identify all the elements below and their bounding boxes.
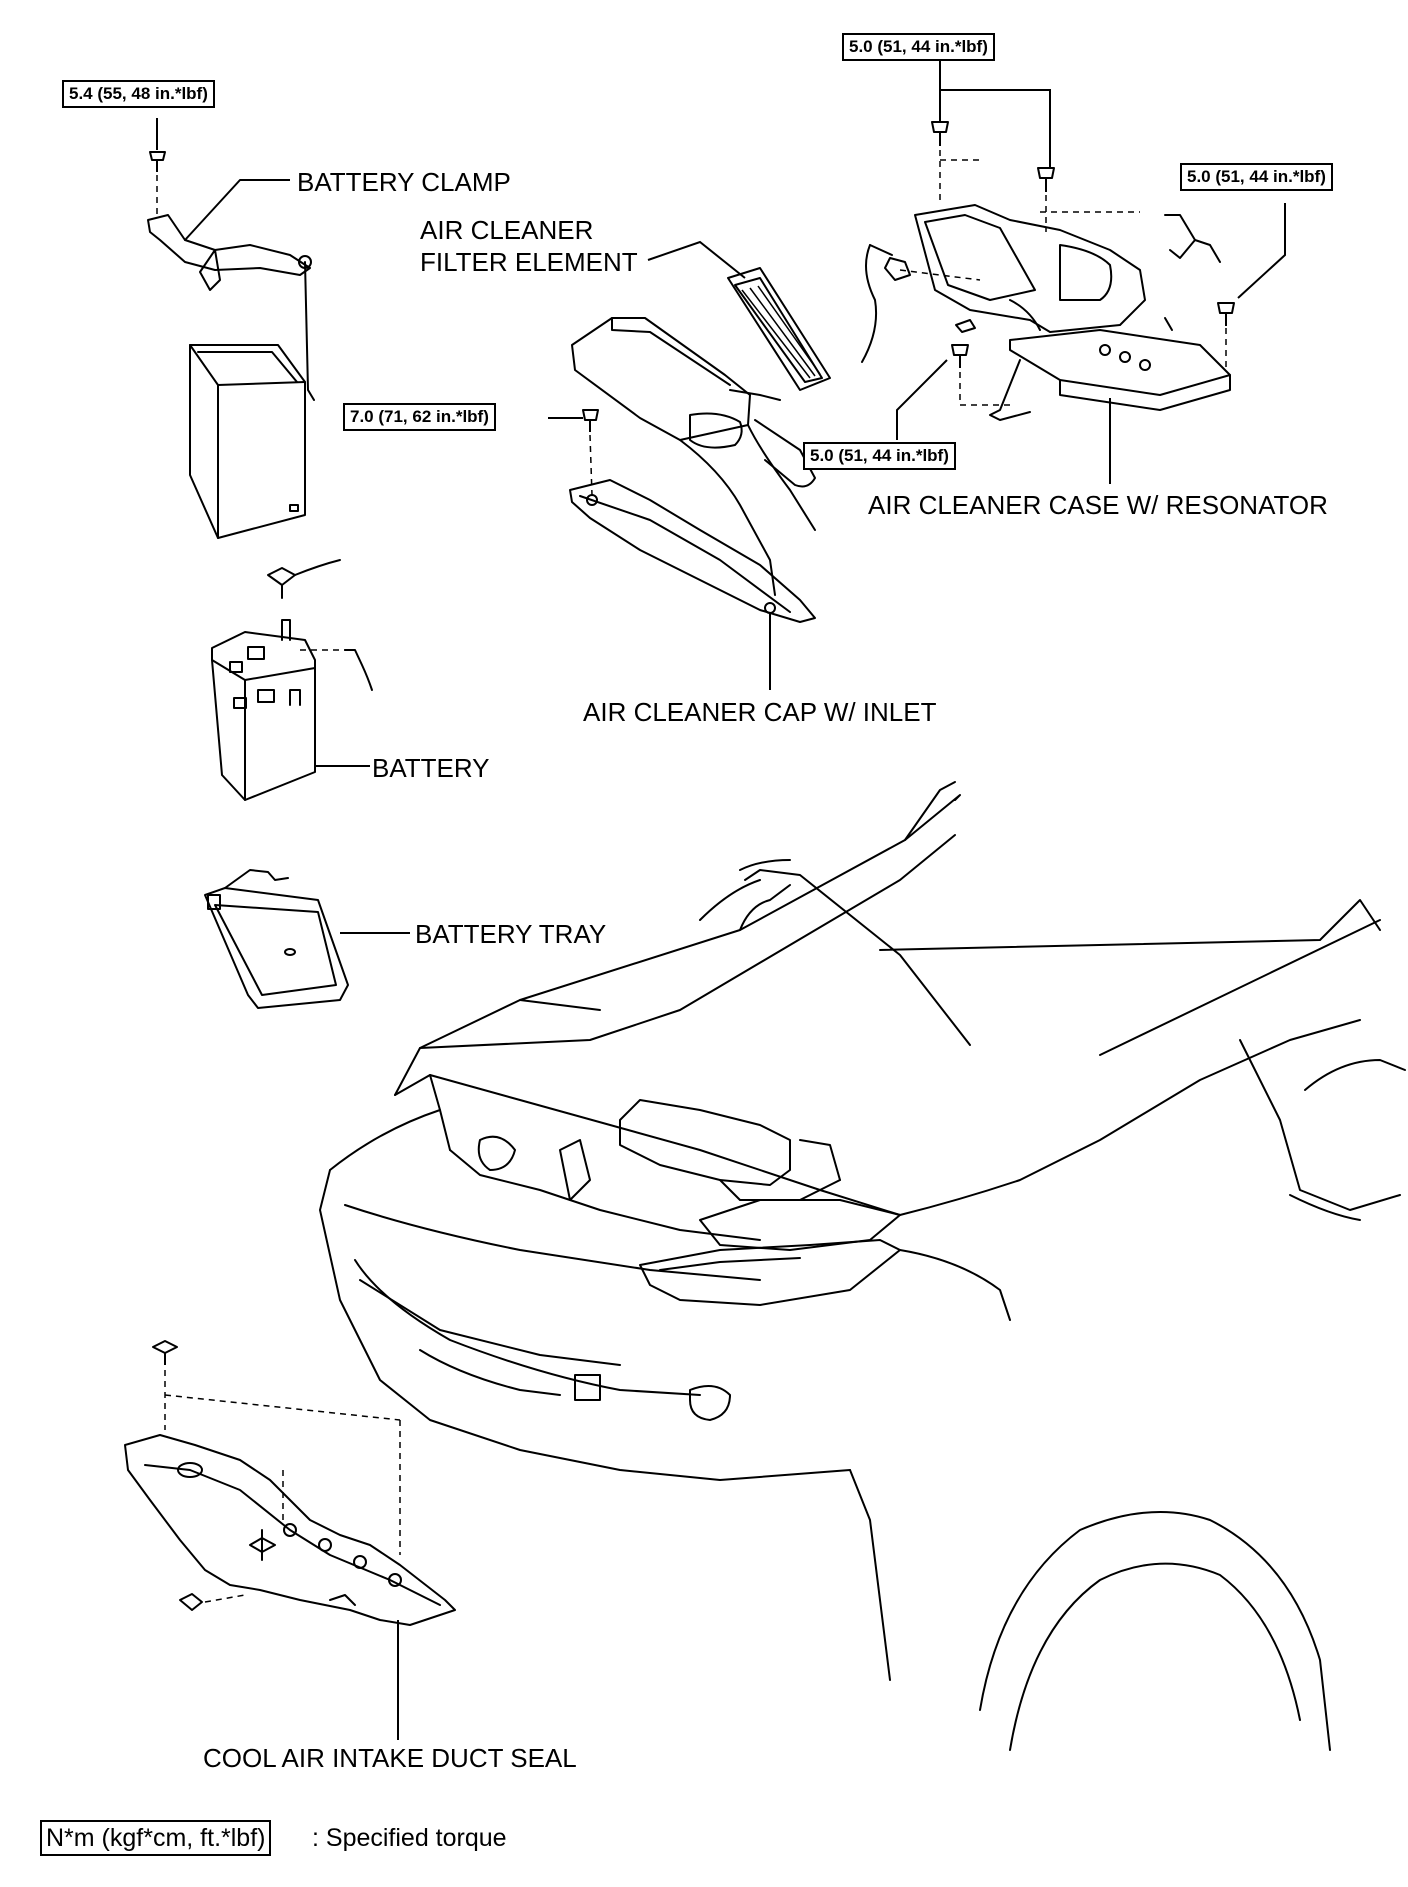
battery-box-drawing [189, 344, 306, 539]
case-right-bolt-icon [1217, 302, 1235, 326]
case-lower-bolt-icon [951, 344, 969, 368]
case-top-left-bolt-icon [931, 121, 949, 146]
battery-tray-drawing [204, 869, 349, 1009]
label-air-cleaner-filter-element-line2: FILTER ELEMENT [420, 247, 638, 277]
air-cleaner-filter-element-drawing [727, 267, 831, 391]
case-top-right-bolt-icon [1037, 167, 1055, 192]
torque-case-lower-bolt: 5.0 (51, 44 in.*lbf) [803, 442, 956, 470]
label-battery: BATTERY [372, 753, 490, 783]
label-battery-tray: BATTERY TRAY [415, 919, 607, 949]
label-air-cleaner-filter-element-line1: AIR CLEANER [420, 215, 594, 245]
legend-torque-unit-box: N*m (kgf*cm, ft.*lbf) [40, 1820, 272, 1856]
torque-cap-bolt: 7.0 (71, 62 in.*lbf) [343, 403, 496, 431]
duct-seal-clip-side-icon [179, 1593, 203, 1611]
cool-air-intake-duct-seal-drawing [124, 1434, 456, 1626]
label-cool-air-intake-duct-seal: COOL AIR INTAKE DUCT SEAL [203, 1743, 577, 1773]
label-air-cleaner-cap: AIR CLEANER CAP W/ INLET [583, 697, 937, 727]
cap-bolt-icon [582, 409, 599, 432]
label-air-cleaner-case: AIR CLEANER CASE W/ RESONATOR [868, 490, 1328, 520]
torque-battery-clamp: 5.4 (55, 48 in.*lbf) [62, 80, 215, 108]
air-cleaner-cap-drawing [569, 317, 816, 623]
duct-seal-clip-top-icon [152, 1340, 178, 1365]
vehicle-front-drawing [319, 781, 1406, 1751]
air-cleaner-case-drawing [861, 204, 1231, 421]
battery-clamp-drawing [147, 179, 315, 401]
label-battery-clamp: BATTERY CLAMP [297, 167, 511, 197]
torque-case-right-bolt: 5.0 (51, 44 in.*lbf) [1180, 163, 1333, 191]
torque-case-top-bolts: 5.0 (51, 44 in.*lbf) [842, 33, 995, 61]
legend-description: : Specified torque [312, 1824, 507, 1852]
battery-clamp-bolt-icon [149, 151, 166, 172]
positive-terminal-cable-icon [267, 559, 341, 599]
battery-drawing [211, 619, 373, 801]
